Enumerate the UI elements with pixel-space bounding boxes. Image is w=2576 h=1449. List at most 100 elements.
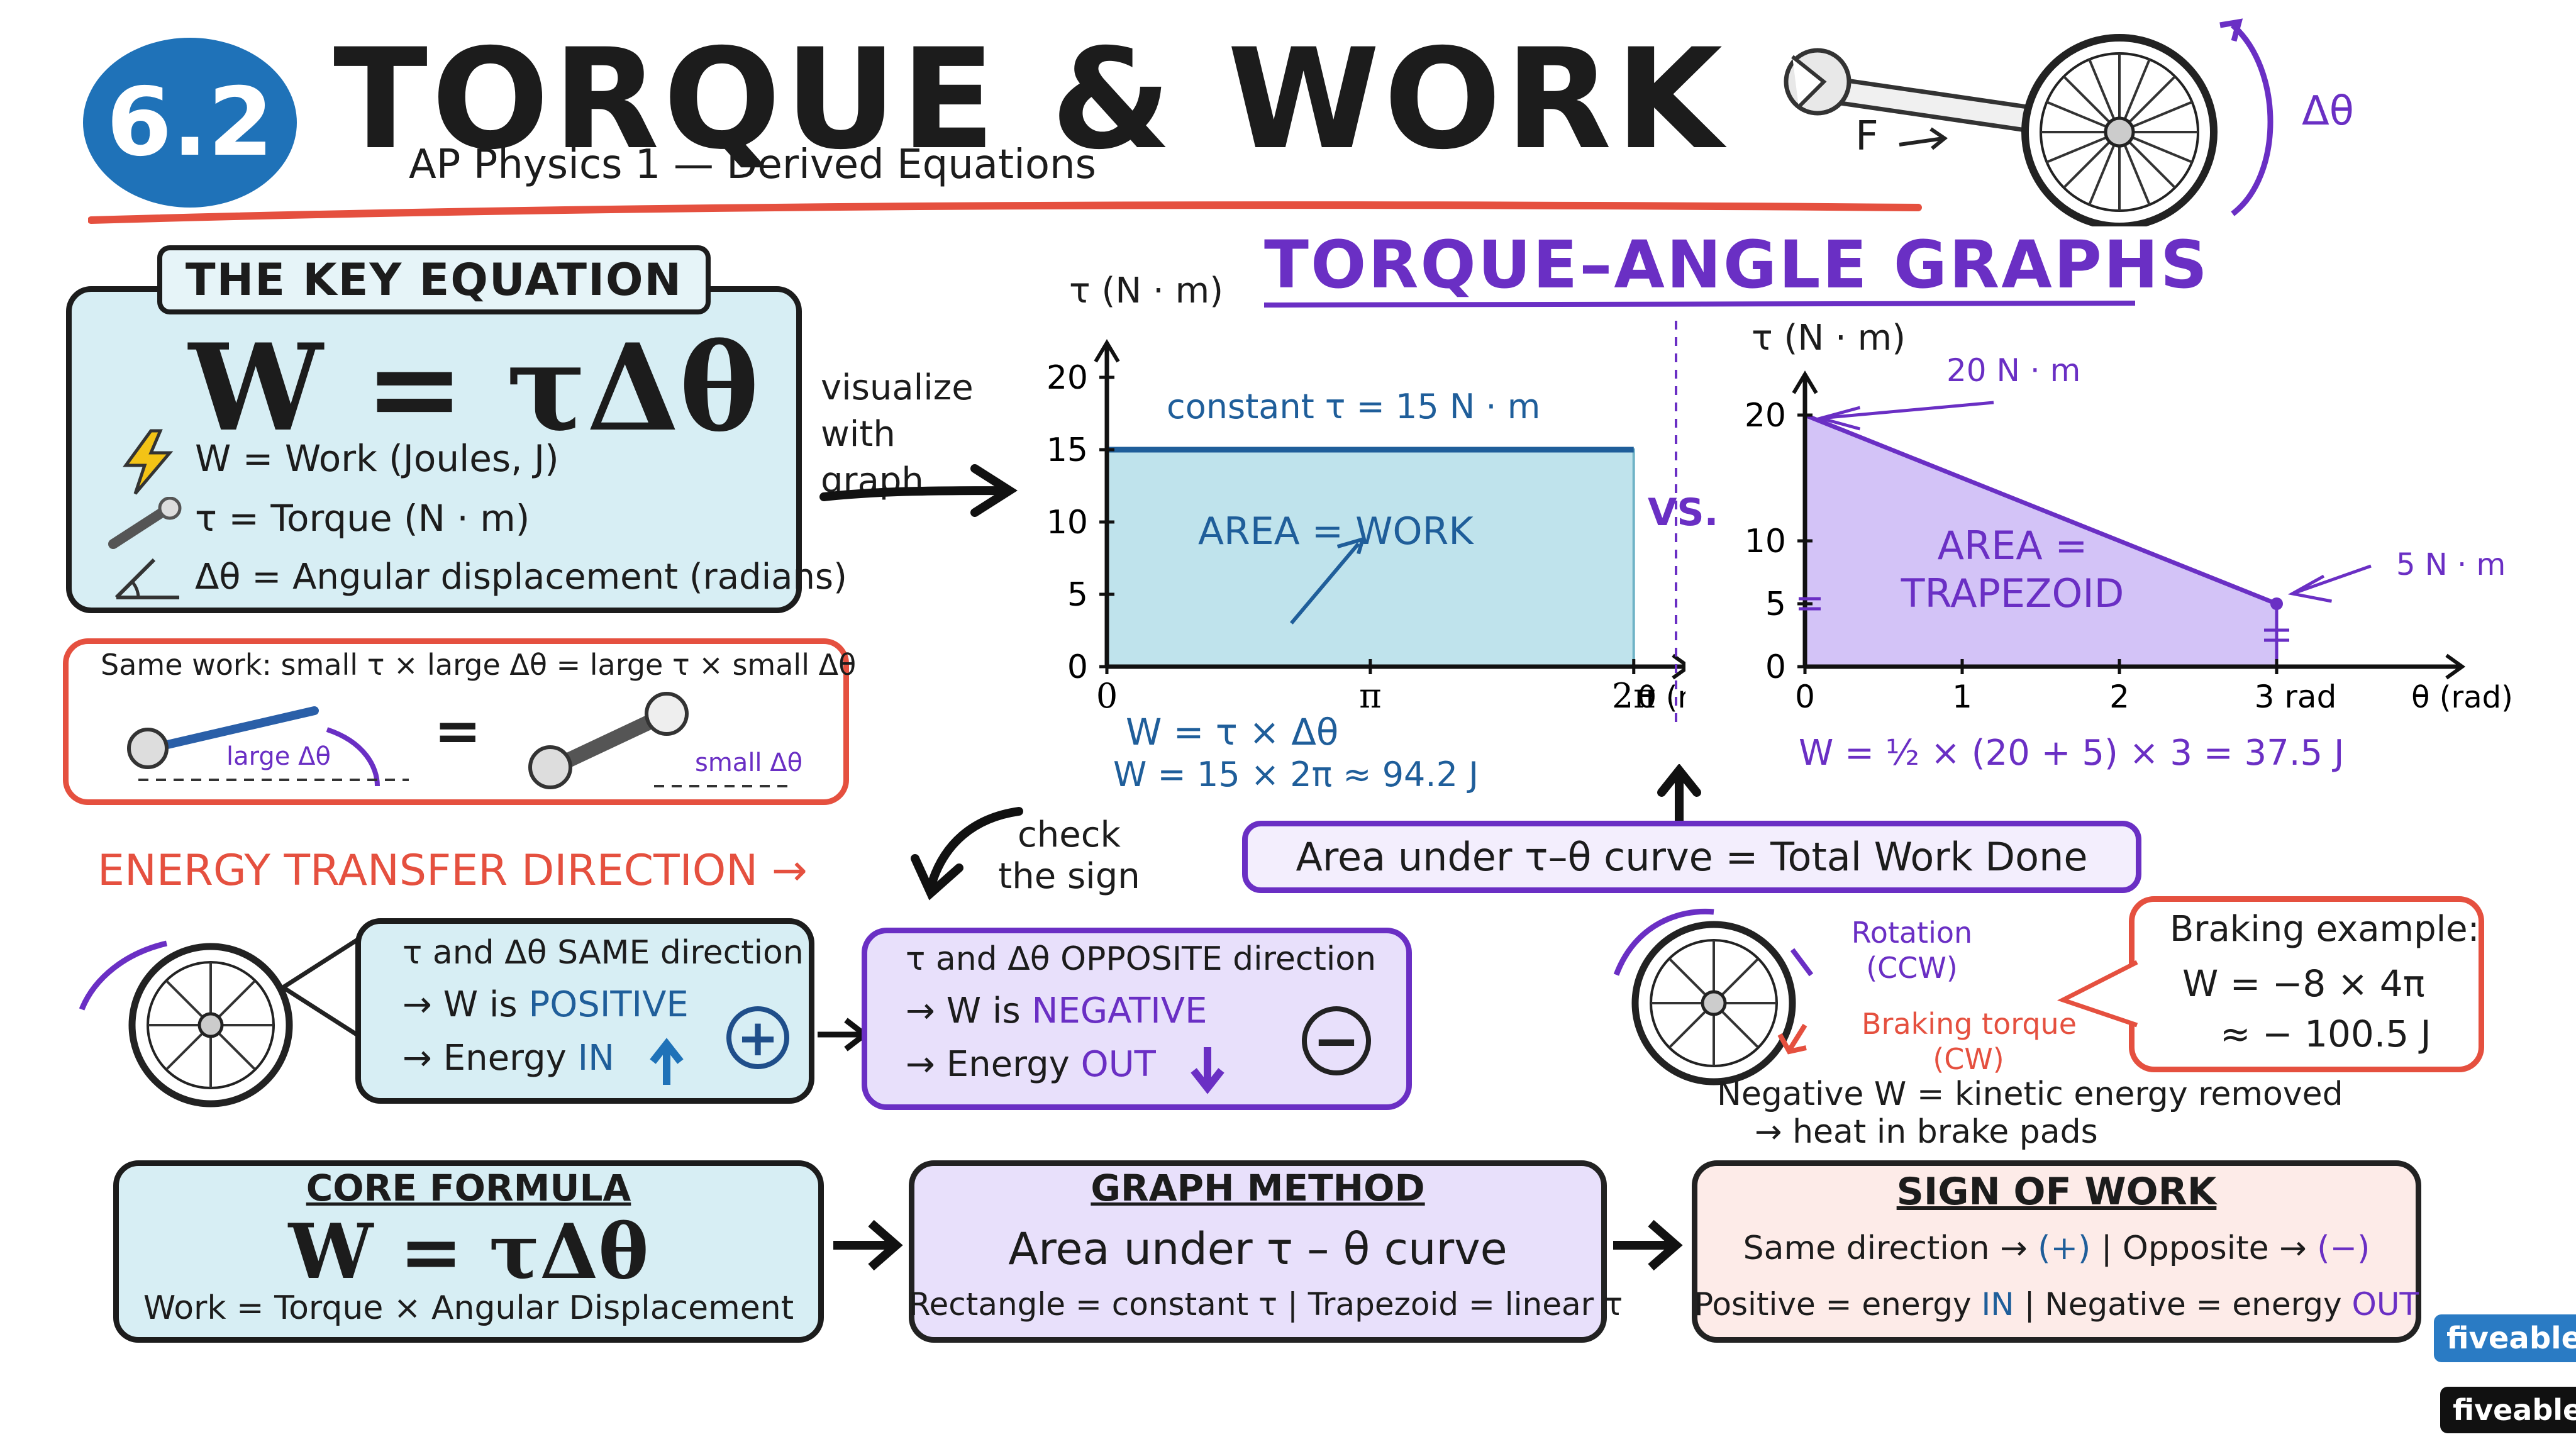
sign-of-work-box <box>1692 1160 2421 1343</box>
left-area-label: AREA = WORK <box>1198 509 1474 553</box>
right-torque-line <box>1804 413 2278 606</box>
braking-example-box <box>2129 896 2484 1072</box>
right-x-tick-label: 3 rad <box>2255 679 2337 715</box>
brake-text: Braking torque <box>1862 1007 2077 1041</box>
core-formula-caption: Work = Torque × Angular Displacement <box>143 1289 794 1327</box>
left-x-tick-label: 0 <box>1096 676 1118 716</box>
right-x-axis-label: θ (rad) <box>2411 680 2513 715</box>
def-angle: Δθ = Angular displacement (radians) <box>195 557 847 597</box>
core-formula-title: CORE FORMULA <box>306 1167 631 1209</box>
check-note: check the sign <box>998 814 1140 897</box>
section-badge: 6.2 <box>83 38 297 208</box>
braking-pointer <box>2057 960 2138 1028</box>
right-end-point <box>2270 597 2283 610</box>
left-y-arrowhead <box>1094 339 1120 363</box>
left-y-tick-label: 5 <box>1067 576 1088 614</box>
right-area-label-1: AREA = <box>1937 523 2088 569</box>
right-x-tick-label: 0 <box>1795 679 1815 715</box>
left-y-tick-label: 15 <box>1046 431 1088 469</box>
title-underline <box>88 201 1922 224</box>
braking-note1: Negative W = kinetic energy removed <box>1717 1075 2343 1113</box>
force-label: F <box>1855 113 1879 160</box>
energy-heading: ENERGY TRANSFER DIRECTION → <box>97 846 808 896</box>
braking-example-title: Braking example: <box>2170 909 2480 950</box>
sign-line1d: (−) <box>2317 1230 2370 1267</box>
right-area-label-2: TRAPEZOID <box>1901 570 2124 616</box>
graph-method-line1: Area under τ – θ curve <box>1008 1223 1507 1275</box>
same-work-text: Same work: small τ × large Δθ = large τ … <box>101 648 857 682</box>
right-end-label: 5 N · m <box>2396 547 2506 582</box>
same-line2: → W is POSITIVE <box>402 984 689 1025</box>
down-arrow-icon <box>1191 1047 1224 1094</box>
left-line-label: constant τ = 15 N · m <box>1167 387 1541 426</box>
sign-of-work-title: SIGN OF WORK <box>1896 1170 2217 1214</box>
same-line2a: → W is <box>402 984 529 1025</box>
vs-divider <box>1675 321 1677 723</box>
left-x-axis-label: θ (rad) <box>1638 680 1685 715</box>
braking-note2: → heat in brake pads <box>1755 1113 2098 1151</box>
positive-label: POSITIVE <box>528 984 689 1025</box>
same-work-box <box>63 638 849 805</box>
large-angle-label: large Δθ <box>226 742 331 771</box>
left-formula2: W = 15 × 2π ≈ 94.2 J <box>1113 755 1479 794</box>
left-x-tick-label: 2π <box>1612 676 1656 716</box>
brake-arrow-icon <box>1777 1023 1807 1055</box>
right-y-arrowhead <box>1792 370 1818 394</box>
wheel-icon <box>2021 34 2218 226</box>
wrench-small-icon <box>108 497 182 549</box>
sign-line2a: Positive = energy <box>1694 1286 1982 1323</box>
rotation-label: Rotation (CCW) <box>1836 915 1987 985</box>
left-formula1: W = τ × Δθ <box>1126 711 1339 753</box>
graphs-title: TORQUE–ANGLE GRAPHS <box>1264 226 2209 303</box>
graphs-title-underline <box>1263 301 2136 308</box>
right-top-pointer <box>1814 401 1994 431</box>
right-x-tick-label: 2 <box>2109 679 2129 715</box>
small-angle-wrench-icon <box>528 692 792 789</box>
same-line3: → Energy IN <box>402 1038 614 1079</box>
same-line3a: → Energy <box>402 1038 578 1079</box>
right-top-label: 20 N · m <box>1946 352 2081 389</box>
graph-method-title: GRAPH METHOD <box>1091 1167 1425 1209</box>
minus-sign-icon: − <box>1302 1006 1371 1075</box>
right-height-mark-right <box>2264 628 2289 642</box>
right-y-tick-label: 0 <box>1765 648 1786 686</box>
left-x-arrowhead <box>1672 653 1685 680</box>
def-torque: τ = Torque (N · m) <box>195 497 530 540</box>
ccw-arrow-icon <box>79 940 168 1011</box>
same-direction-box <box>355 918 814 1104</box>
sign-of-work-line2: Positive = energy IN | Negative = energy… <box>1692 1286 2421 1323</box>
opposite-line3a: → Energy <box>906 1044 1081 1085</box>
brake-dir-text: (CW) <box>1933 1042 2004 1076</box>
key-equation-box <box>66 286 802 613</box>
sign-line1c: | Opposite → <box>2090 1230 2318 1267</box>
fiveable-logo[interactable]: fiveable <box>2434 1314 2576 1362</box>
area-summary-box: Area under τ–θ curve = Total Work Done <box>1242 821 2141 893</box>
right-ylabel: τ (N · m) <box>1752 318 1906 358</box>
plus-sign-text: + <box>736 1008 779 1067</box>
opposite-line2a: → W is <box>906 991 1032 1031</box>
left-area-arrow <box>1290 536 1366 625</box>
lightning-icon <box>123 429 174 495</box>
braking-example-line2: ≈ − 100.5 J <box>2220 1013 2431 1055</box>
right-area-label: AREA = TRAPEZOID <box>1899 522 2126 618</box>
summary-arrow-1 <box>833 1219 903 1271</box>
braking-wheel-icon <box>1613 908 1814 1085</box>
fiveable-logo-dark[interactable]: fiveable <box>2440 1387 2576 1433</box>
def-work: W = Work (Joules, J) <box>195 437 559 480</box>
sign-line2c: | Negative = energy <box>2014 1286 2352 1323</box>
opposite-line3: → Energy OUT <box>906 1044 1156 1085</box>
force-arrow-icon <box>1899 127 1948 150</box>
right-x-tick-label: 1 <box>1952 679 1972 715</box>
opposite-line1: τ and Δθ OPPOSITE direction <box>906 940 1377 978</box>
small-angle-label: small Δθ <box>695 748 803 777</box>
energy-pointer <box>279 935 363 1040</box>
banner-text: THE KEY EQUATION <box>185 254 683 306</box>
rotation-dir-text: (CCW) <box>1866 951 1958 985</box>
sign-line1b: (+) <box>2038 1230 2091 1267</box>
sign-of-work-line1: Same direction → (+) | Opposite → (−) <box>1692 1230 2421 1267</box>
page-subtitle: AP Physics 1 — Derived Equations <box>409 142 1096 188</box>
angle-label: Δθ <box>2302 88 2354 135</box>
energy-wheel-icon <box>79 940 293 1108</box>
